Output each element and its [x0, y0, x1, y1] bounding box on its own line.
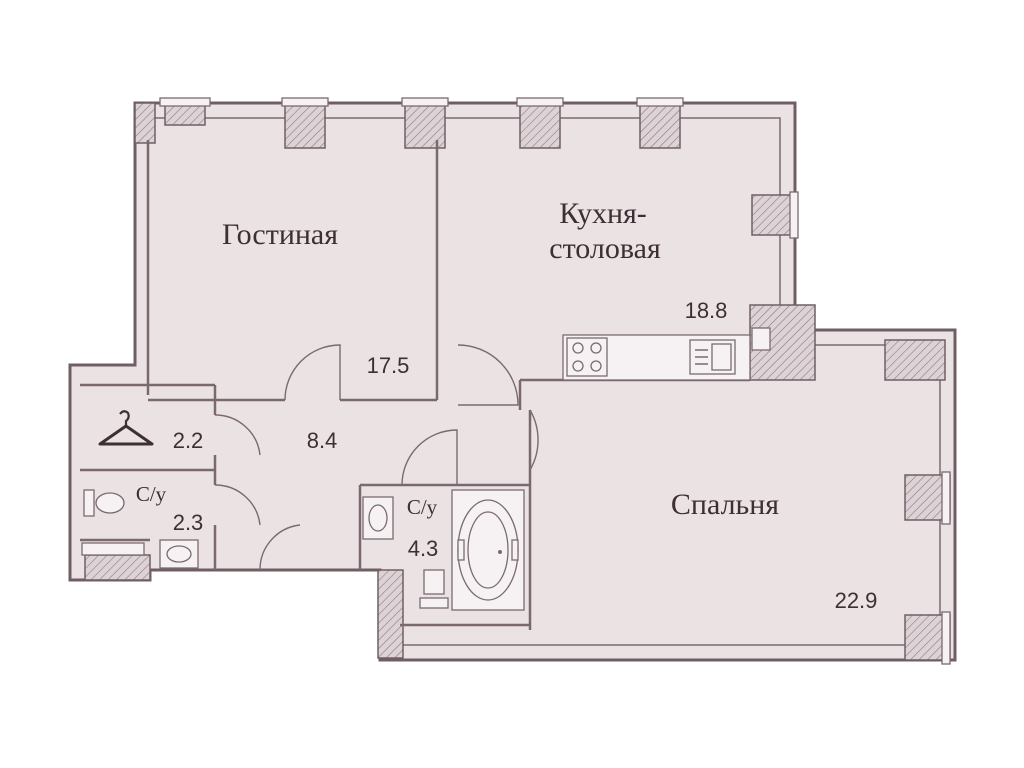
bedroom-label: Спальня — [671, 488, 779, 521]
kitchen-counter — [562, 327, 771, 381]
windows-top — [134, 97, 684, 149]
toilet-icon — [83, 489, 125, 517]
hall-area: 8.4 — [307, 428, 338, 453]
bathroom-sink-icon — [362, 496, 394, 540]
wall-bottom-left — [84, 554, 151, 581]
wall-bottom-mid — [377, 569, 404, 659]
stove-icon — [566, 337, 608, 377]
doors — [214, 344, 539, 571]
wc-small-area: 2.3 — [173, 510, 204, 535]
wc-large-area: 4.3 — [408, 536, 439, 561]
wc-small-label: С/у — [136, 482, 167, 506]
hanger-icon — [98, 410, 154, 446]
bathtub-icon — [451, 489, 525, 611]
living-room-label: Гостиная — [222, 218, 338, 251]
sink-icon — [159, 539, 199, 569]
kitchen-label-line2: столовая — [549, 232, 661, 265]
wc-large-label: С/у — [407, 495, 438, 519]
kitchen-label-line1: Кухня- — [559, 197, 647, 230]
kitchen-sink-icon — [689, 339, 736, 375]
living-room-area: 17.5 — [367, 353, 410, 378]
toilet-icon-large — [419, 569, 449, 609]
bedroom-area: 22.9 — [835, 588, 878, 613]
kitchen-area: 18.8 — [685, 298, 728, 323]
washer-unit — [81, 542, 145, 556]
wardrobe-area: 2.2 — [173, 428, 204, 453]
